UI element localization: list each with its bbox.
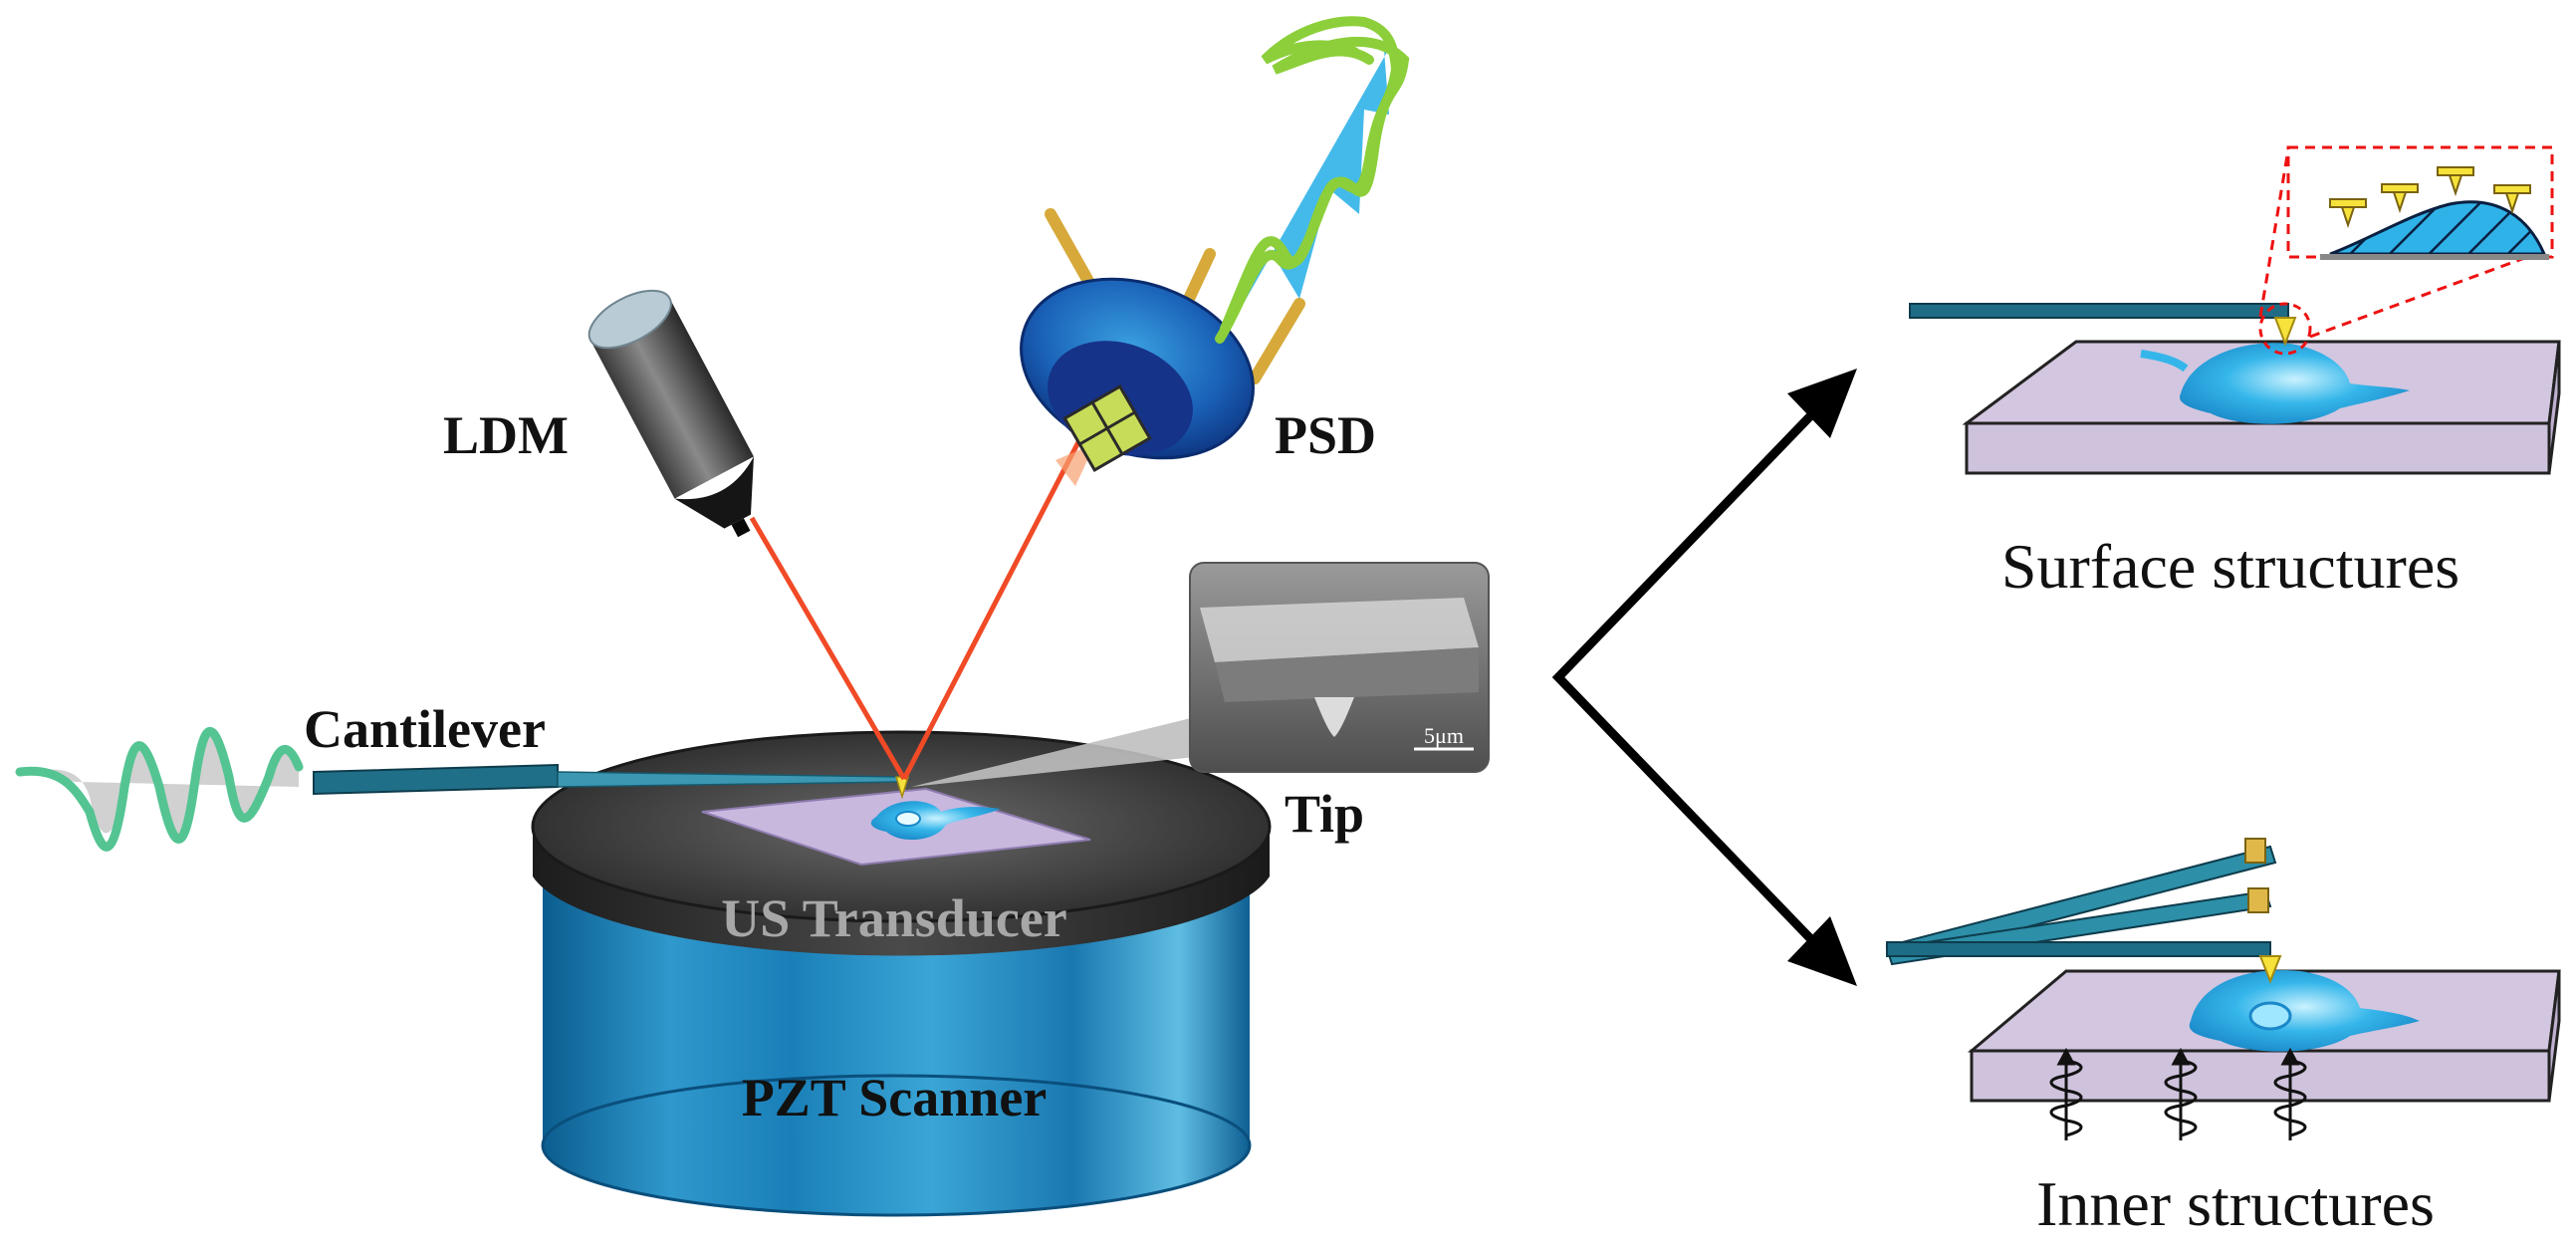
psd-wave <box>1215 16 1410 344</box>
us-transducer-label: US Transducer <box>721 888 1067 948</box>
ldm-label: LDM <box>443 405 569 465</box>
inner-structures-panel <box>1885 838 2561 1140</box>
ldm-laser <box>587 289 754 538</box>
arrow-up-head <box>1787 369 1857 438</box>
sample-substrate <box>701 787 1091 867</box>
surface-structures-panel <box>1909 145 2561 475</box>
arrow-down-head <box>1787 916 1857 986</box>
cell-icon <box>870 801 1001 841</box>
psd-detector <box>1020 208 1305 473</box>
scale-bar-label: 5μm <box>1424 723 1464 748</box>
tip-sem-inset: 5μm <box>911 562 1490 787</box>
cantilever <box>313 763 910 800</box>
surface-structures-label: Surface structures <box>2001 531 2459 602</box>
inner-structures-label: Inner structures <box>2036 1168 2435 1239</box>
cantilever-wave <box>15 727 304 852</box>
pzt-scanner <box>541 876 1252 1217</box>
pzt-scanner-label: PZT Scanner <box>742 1068 1048 1127</box>
cantilever-label: Cantilever <box>304 699 546 759</box>
tip-label: Tip <box>1285 784 1364 844</box>
branch-arrows <box>1551 389 1836 965</box>
psd-label: PSD <box>1275 405 1376 465</box>
laser-beams <box>749 436 1095 781</box>
